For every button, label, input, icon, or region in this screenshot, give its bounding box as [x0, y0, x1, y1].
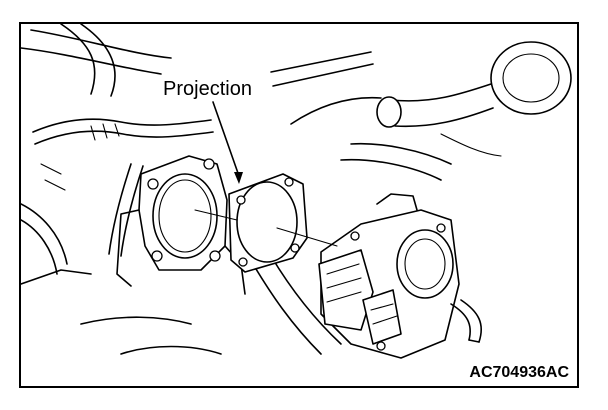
throttle-body-icon	[318, 193, 483, 359]
callout-leaders	[194, 101, 338, 247]
background-hoses	[21, 24, 502, 355]
figure-code: AC704936AC	[467, 364, 571, 382]
diagram-frame: Projection AC704936AC	[19, 22, 579, 388]
elbow-pipe	[340, 41, 572, 181]
intake-manifold-flange-icon	[116, 155, 246, 295]
projection-callout-label: Projection	[161, 78, 254, 100]
gasket-icon	[228, 173, 308, 273]
engine-illustration	[21, 24, 572, 359]
